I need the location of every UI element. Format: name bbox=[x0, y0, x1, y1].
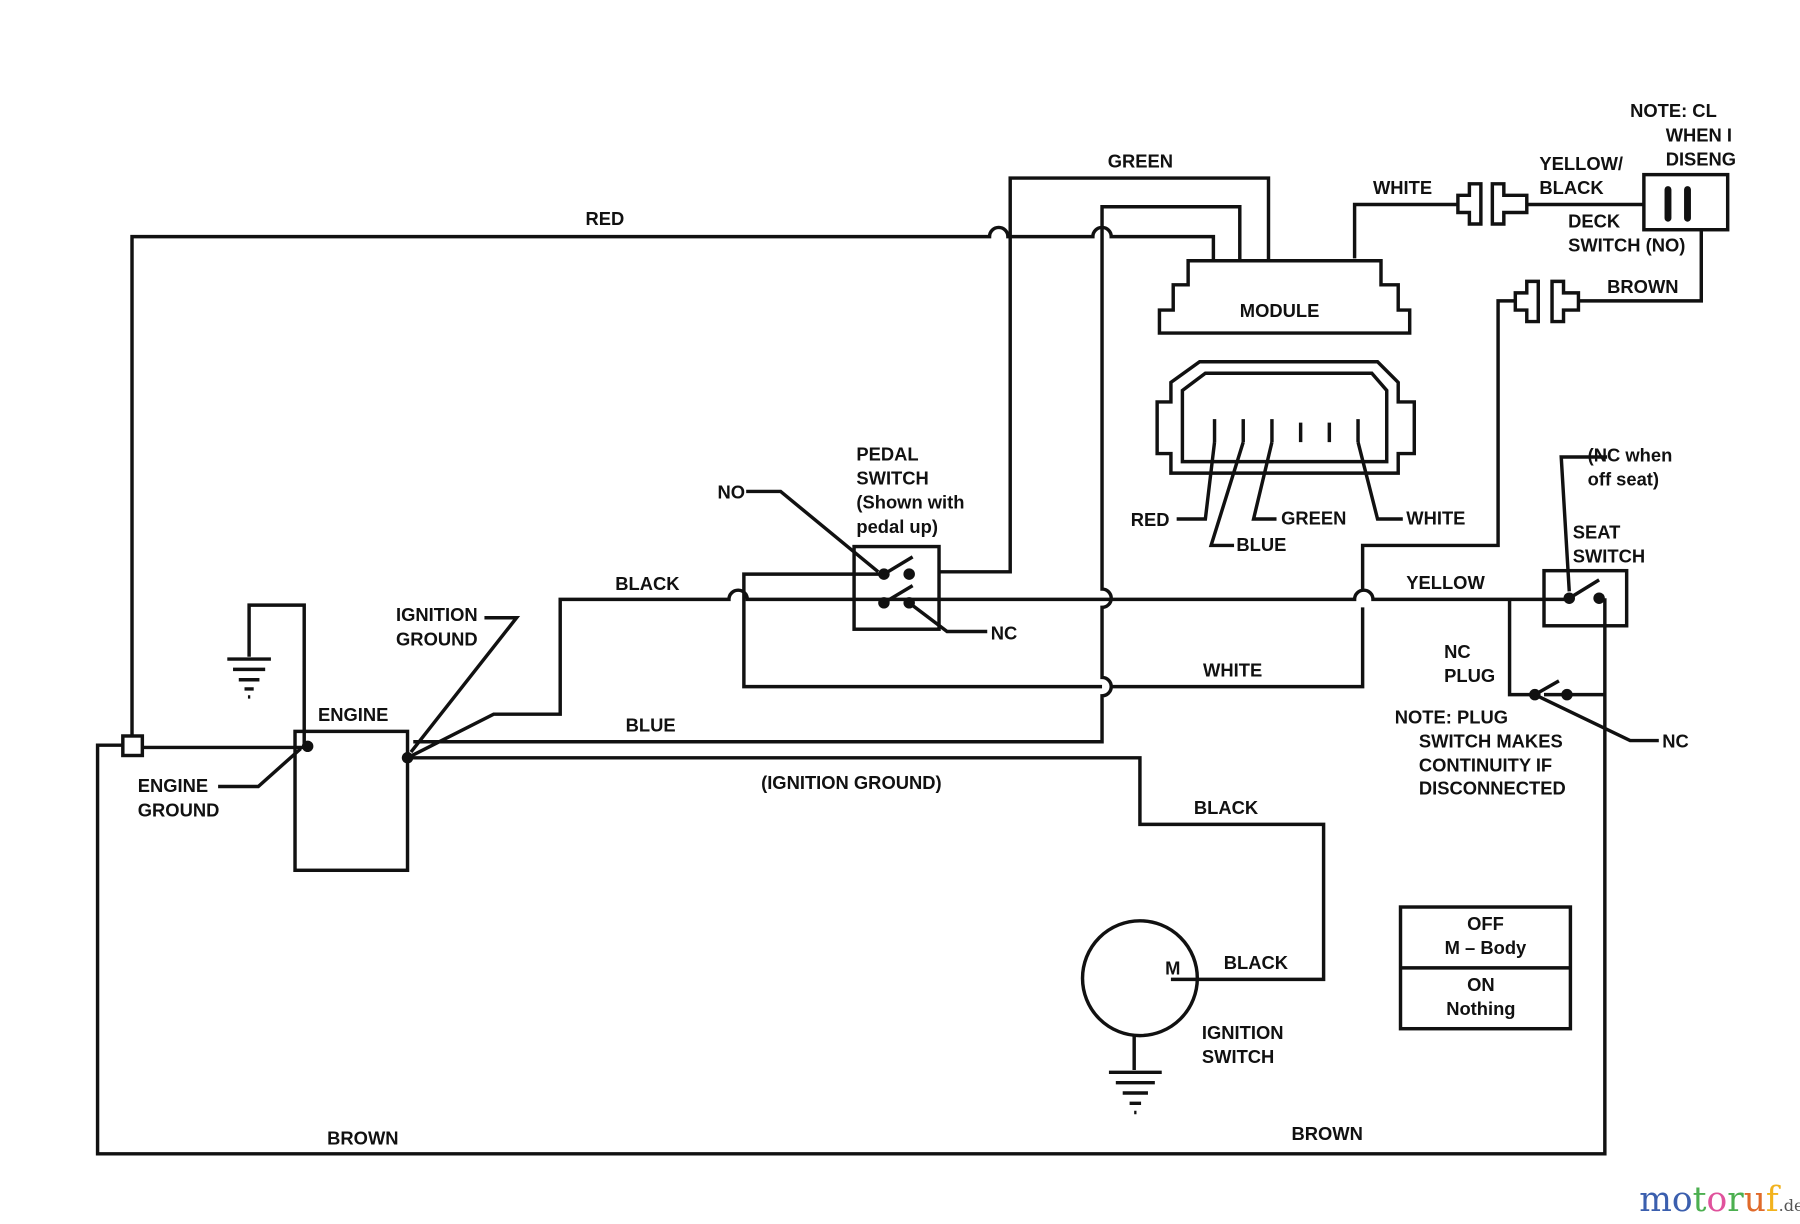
label-seat-switch: SEAT bbox=[1573, 522, 1621, 543]
pedal-switch bbox=[852, 544, 941, 631]
watermark-logo: motoruf.de bbox=[1639, 1180, 1800, 1220]
wire-green bbox=[939, 176, 1271, 574]
legend-off: OFF bbox=[1467, 913, 1504, 934]
watermark-letter: o bbox=[1707, 1180, 1728, 1220]
label-yellow-black: YELLOW/ bbox=[1539, 153, 1623, 174]
label-deck-switch-2: SWITCH (NO) bbox=[1568, 235, 1685, 256]
terminal bbox=[121, 734, 145, 758]
label-module: MODULE bbox=[1240, 300, 1320, 321]
label-conn-white: WHITE bbox=[1406, 508, 1465, 529]
label-nc-plug-2: PLUG bbox=[1444, 665, 1495, 686]
ignition-ground-node bbox=[401, 752, 414, 764]
label-red: RED bbox=[585, 208, 624, 229]
nc-plug bbox=[1507, 598, 1659, 743]
note-plug-2: SWITCH MAKES bbox=[1419, 730, 1563, 751]
module-connector bbox=[1155, 360, 1417, 475]
legend-on: ON bbox=[1467, 974, 1495, 995]
watermark-letter: u bbox=[1744, 1180, 1766, 1220]
label-engine-ground-2: GROUND bbox=[138, 799, 220, 820]
label-brown: BROWN bbox=[1607, 276, 1678, 297]
ground-icon-ignition bbox=[1108, 1035, 1162, 1115]
module bbox=[1157, 259, 1412, 335]
note-top-2: WHEN I bbox=[1666, 124, 1732, 145]
seat-switch bbox=[1542, 568, 1629, 628]
label-conn-blue: BLUE bbox=[1236, 534, 1286, 555]
label-pedal-switch: PEDAL bbox=[856, 443, 918, 464]
label-black-switch: BLACK bbox=[1224, 952, 1289, 973]
ignition-switch bbox=[1080, 919, 1200, 1038]
label-ignition-ground-paren: (IGNITION GROUND) bbox=[761, 772, 942, 793]
wire-white bbox=[742, 299, 1516, 689]
watermark-letter: f bbox=[1766, 1180, 1781, 1220]
label-white-mid: WHITE bbox=[1203, 659, 1262, 680]
label-seat-switch-2: SWITCH bbox=[1573, 546, 1645, 567]
label-conn-red: RED bbox=[1131, 509, 1170, 530]
note-top-3: DISENG bbox=[1666, 148, 1736, 169]
label-pedal-switch-4: pedal up) bbox=[856, 516, 938, 537]
label-nc-seat: NC bbox=[1662, 730, 1689, 751]
label-engine: ENGINE bbox=[318, 704, 388, 725]
label-nc-off-seat: (NC when bbox=[1588, 445, 1673, 466]
label-ignition-ground: IGNITION bbox=[396, 604, 478, 625]
label-black: BLACK bbox=[615, 573, 680, 594]
deck-switch bbox=[1642, 172, 1730, 232]
wire-blue-trunk bbox=[413, 205, 1242, 744]
label-no: NO bbox=[717, 481, 745, 502]
label-brown-right: BROWN bbox=[1291, 1123, 1362, 1144]
watermark-letter: t bbox=[1693, 1180, 1707, 1220]
legend-on-detail: Nothing bbox=[1446, 998, 1515, 1019]
engine-box bbox=[293, 729, 410, 873]
label-ignition-switch: IGNITION bbox=[1202, 1022, 1284, 1043]
watermark-suffix: .de bbox=[1779, 1196, 1800, 1215]
wire-red bbox=[130, 225, 1216, 735]
watermark-letter: r bbox=[1727, 1180, 1744, 1220]
label-nc-plug: NC bbox=[1444, 641, 1471, 662]
legend-off-detail: M – Body bbox=[1445, 937, 1527, 958]
label-ignition-ground-2: GROUND bbox=[396, 628, 478, 649]
label-engine-ground: ENGINE bbox=[138, 775, 208, 796]
label-brown-left: BROWN bbox=[327, 1128, 398, 1149]
label-pedal-switch-3: (Shown with bbox=[856, 492, 964, 513]
watermark-letter: o bbox=[1672, 1180, 1693, 1220]
note-plug-4: DISCONNECTED bbox=[1419, 778, 1566, 799]
label-nc-off-seat-2: off seat) bbox=[1588, 469, 1659, 490]
label-pedal-switch-2: SWITCH bbox=[856, 468, 928, 489]
label-conn-green: GREEN bbox=[1281, 508, 1346, 529]
label-nc-pedal: NC bbox=[991, 623, 1018, 644]
label-yellow-black-2: BLACK bbox=[1539, 177, 1604, 198]
wire-ignition-ground bbox=[407, 756, 1326, 982]
note-plug: NOTE: PLUG bbox=[1395, 706, 1508, 727]
label-m: M bbox=[1165, 958, 1180, 979]
label-deck-switch: DECK bbox=[1568, 210, 1621, 231]
connector-white bbox=[1352, 182, 1644, 259]
label-blue: BLUE bbox=[626, 714, 676, 735]
note-plug-3: CONTINUITY IF bbox=[1419, 755, 1552, 776]
wire-brown bbox=[95, 598, 1607, 1156]
label-yellow: YELLOW bbox=[1406, 572, 1485, 593]
note-top: NOTE: CL bbox=[1630, 100, 1717, 121]
label-ignition-switch-2: SWITCH bbox=[1202, 1046, 1274, 1067]
label-black-lower: BLACK bbox=[1194, 797, 1259, 818]
connector-brown bbox=[1513, 229, 1703, 324]
label-white: WHITE bbox=[1373, 177, 1432, 198]
leader-lines bbox=[218, 616, 521, 789]
label-green: GREEN bbox=[1108, 151, 1173, 172]
ground-icon bbox=[227, 603, 306, 747]
wire-black bbox=[406, 588, 1570, 760]
watermark-letter: m bbox=[1639, 1180, 1672, 1220]
